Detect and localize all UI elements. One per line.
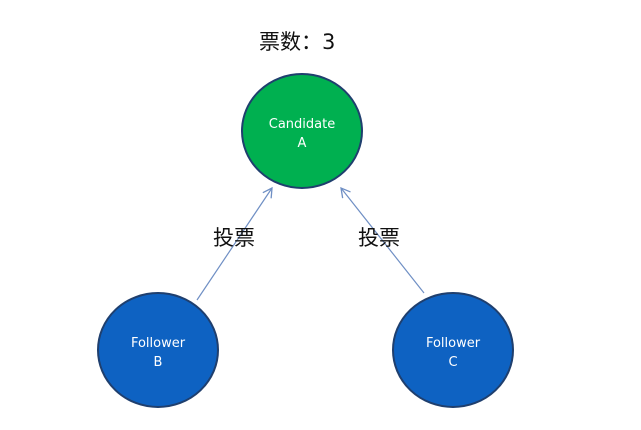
follower-c-node: Follower C	[392, 292, 514, 408]
edge-label-b-to-a: 投票	[213, 226, 255, 250]
follower-b-node-id: B	[154, 355, 163, 370]
vote-arrow-b-to-a	[196, 186, 273, 301]
vote-arrow-c-to-a	[340, 186, 425, 294]
follower-b-node: Follower B	[97, 292, 219, 408]
edge-label-c-to-a: 投票	[358, 226, 400, 250]
candidate-node-circle	[241, 73, 363, 189]
follower-c-node-circle	[392, 292, 514, 408]
candidate-node-id: A	[298, 136, 307, 151]
follower-b-node-circle	[97, 292, 219, 408]
vote-count-label: 票数：3	[259, 30, 335, 54]
candidate-node-label: Candidate	[269, 117, 335, 132]
candidate-node: Candidate A	[241, 73, 363, 189]
follower-c-node-id: C	[448, 355, 457, 370]
follower-b-node-label: Follower	[131, 336, 186, 351]
follower-c-node-label: Follower	[426, 336, 481, 351]
